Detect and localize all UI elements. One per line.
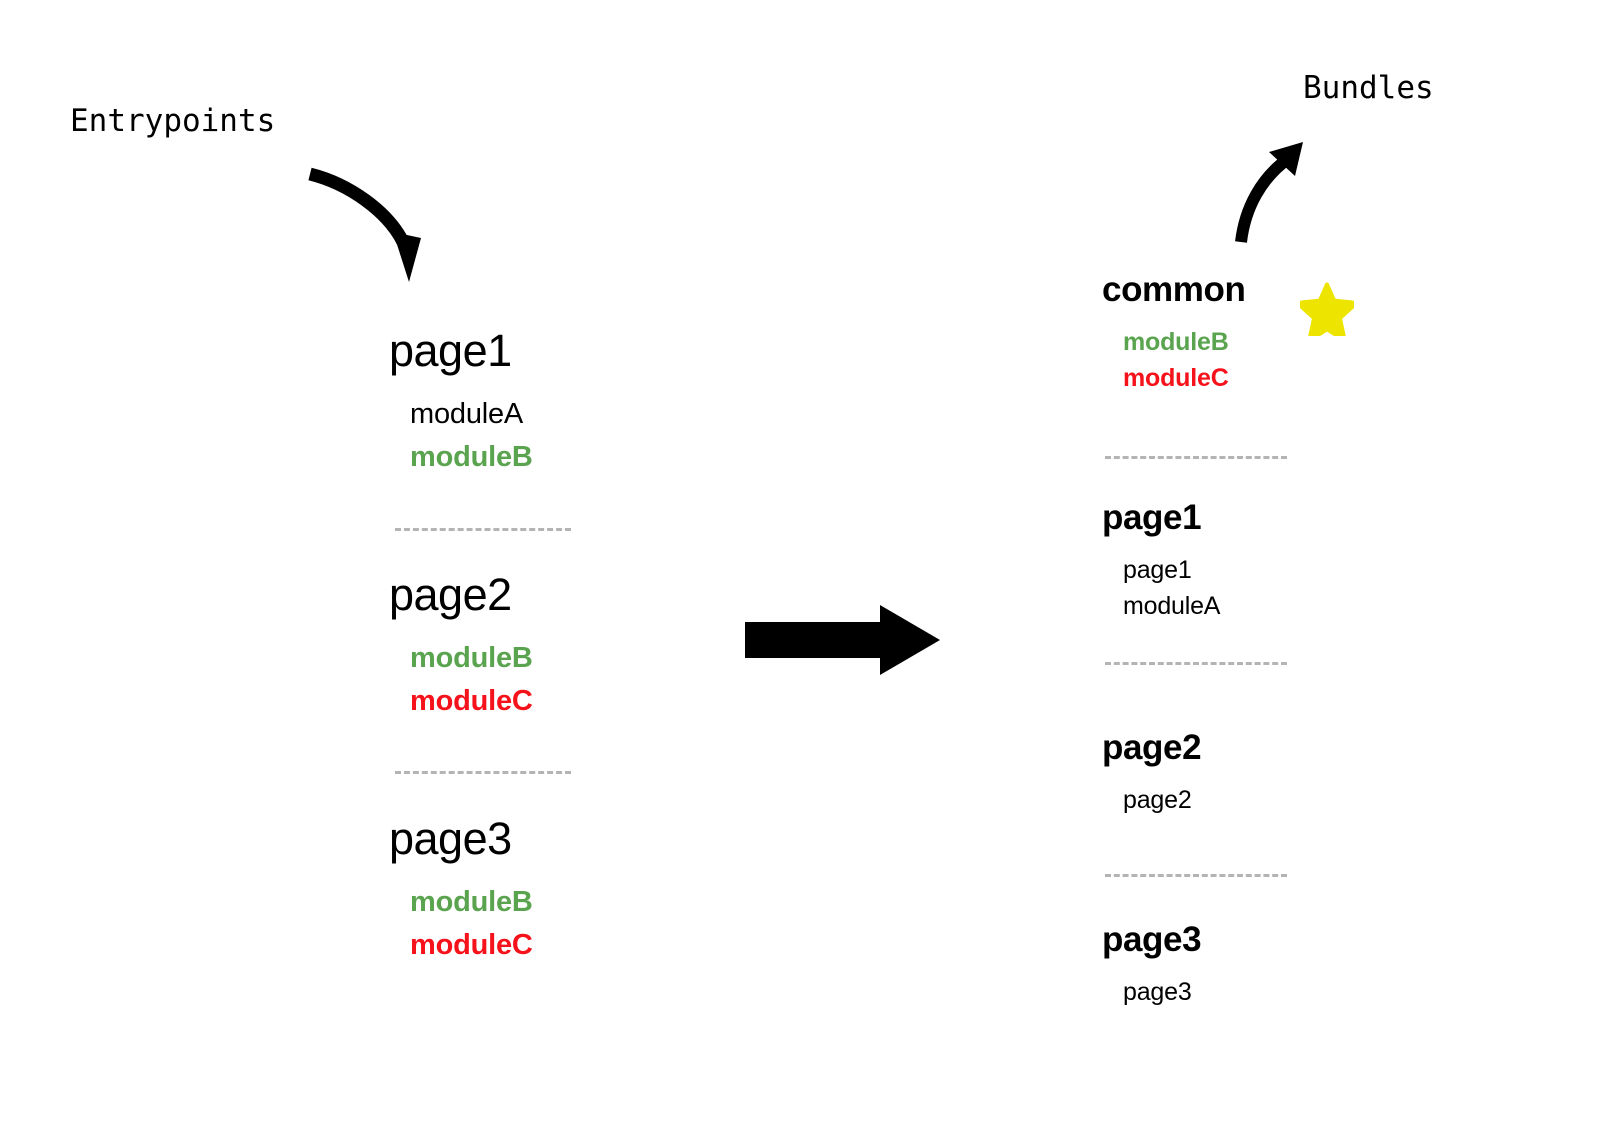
block-arrow-right-icon <box>745 605 940 675</box>
module-item: moduleA <box>1123 592 1221 620</box>
bundles-label: Bundles <box>1303 70 1434 106</box>
entrypoint-module-list: moduleA moduleB <box>410 393 533 479</box>
bundle-group-common: common moduleB moduleC <box>1102 270 1354 396</box>
module-item: moduleC <box>1123 364 1229 392</box>
bundle-group-title: page2 <box>1102 728 1202 767</box>
bundle-module-list: page2 <box>1123 782 1201 818</box>
bundle-group-page2: page2 page2 <box>1102 728 1202 818</box>
module-item: moduleA <box>410 398 524 430</box>
module-item: moduleC <box>410 929 533 961</box>
entrypoint-group-title: page1 <box>389 325 512 376</box>
bundle-group-page3: page3 page3 <box>1102 920 1202 1010</box>
star-icon <box>1300 282 1354 336</box>
module-item: moduleB <box>410 886 533 918</box>
bundle-separator <box>1105 456 1287 459</box>
bundle-separator <box>1105 874 1287 877</box>
bundle-group-title: page3 <box>1102 920 1202 959</box>
curved-arrow-down-right-icon <box>308 167 421 282</box>
bundle-group-title: common <box>1102 270 1246 309</box>
entrypoint-group-page2: page2 moduleB moduleC <box>389 572 533 723</box>
bundle-module-list: moduleB moduleC <box>1123 324 1245 396</box>
module-item: moduleC <box>410 685 533 717</box>
bundle-module-list: page1 moduleA <box>1123 552 1220 624</box>
bundle-group-page1: page1 page1 moduleA <box>1102 500 1220 624</box>
module-item: page3 <box>1123 978 1192 1006</box>
module-item: moduleB <box>410 642 533 674</box>
entrypoint-module-list: moduleB moduleC <box>410 881 533 967</box>
entrypoints-label: Entrypoints <box>70 103 276 139</box>
bundle-group-title: page1 <box>1102 498 1202 537</box>
module-item: page2 <box>1123 786 1192 814</box>
entrypoint-separator <box>395 771 571 774</box>
entrypoint-group-page3: page3 moduleB moduleC <box>389 816 533 967</box>
module-item: moduleB <box>410 441 533 473</box>
bundle-separator <box>1105 662 1287 665</box>
module-item: page1 <box>1123 556 1192 584</box>
entrypoint-group-title: page3 <box>389 813 512 864</box>
entrypoint-group-page1: page1 moduleA moduleB <box>389 328 533 479</box>
entrypoint-group-title: page2 <box>389 569 512 620</box>
entrypoint-module-list: moduleB moduleC <box>410 637 533 723</box>
module-item: moduleB <box>1123 328 1229 356</box>
bundle-module-list: page3 <box>1123 974 1201 1010</box>
entrypoint-separator <box>395 528 571 531</box>
curved-arrow-up-right-icon <box>1235 142 1303 243</box>
